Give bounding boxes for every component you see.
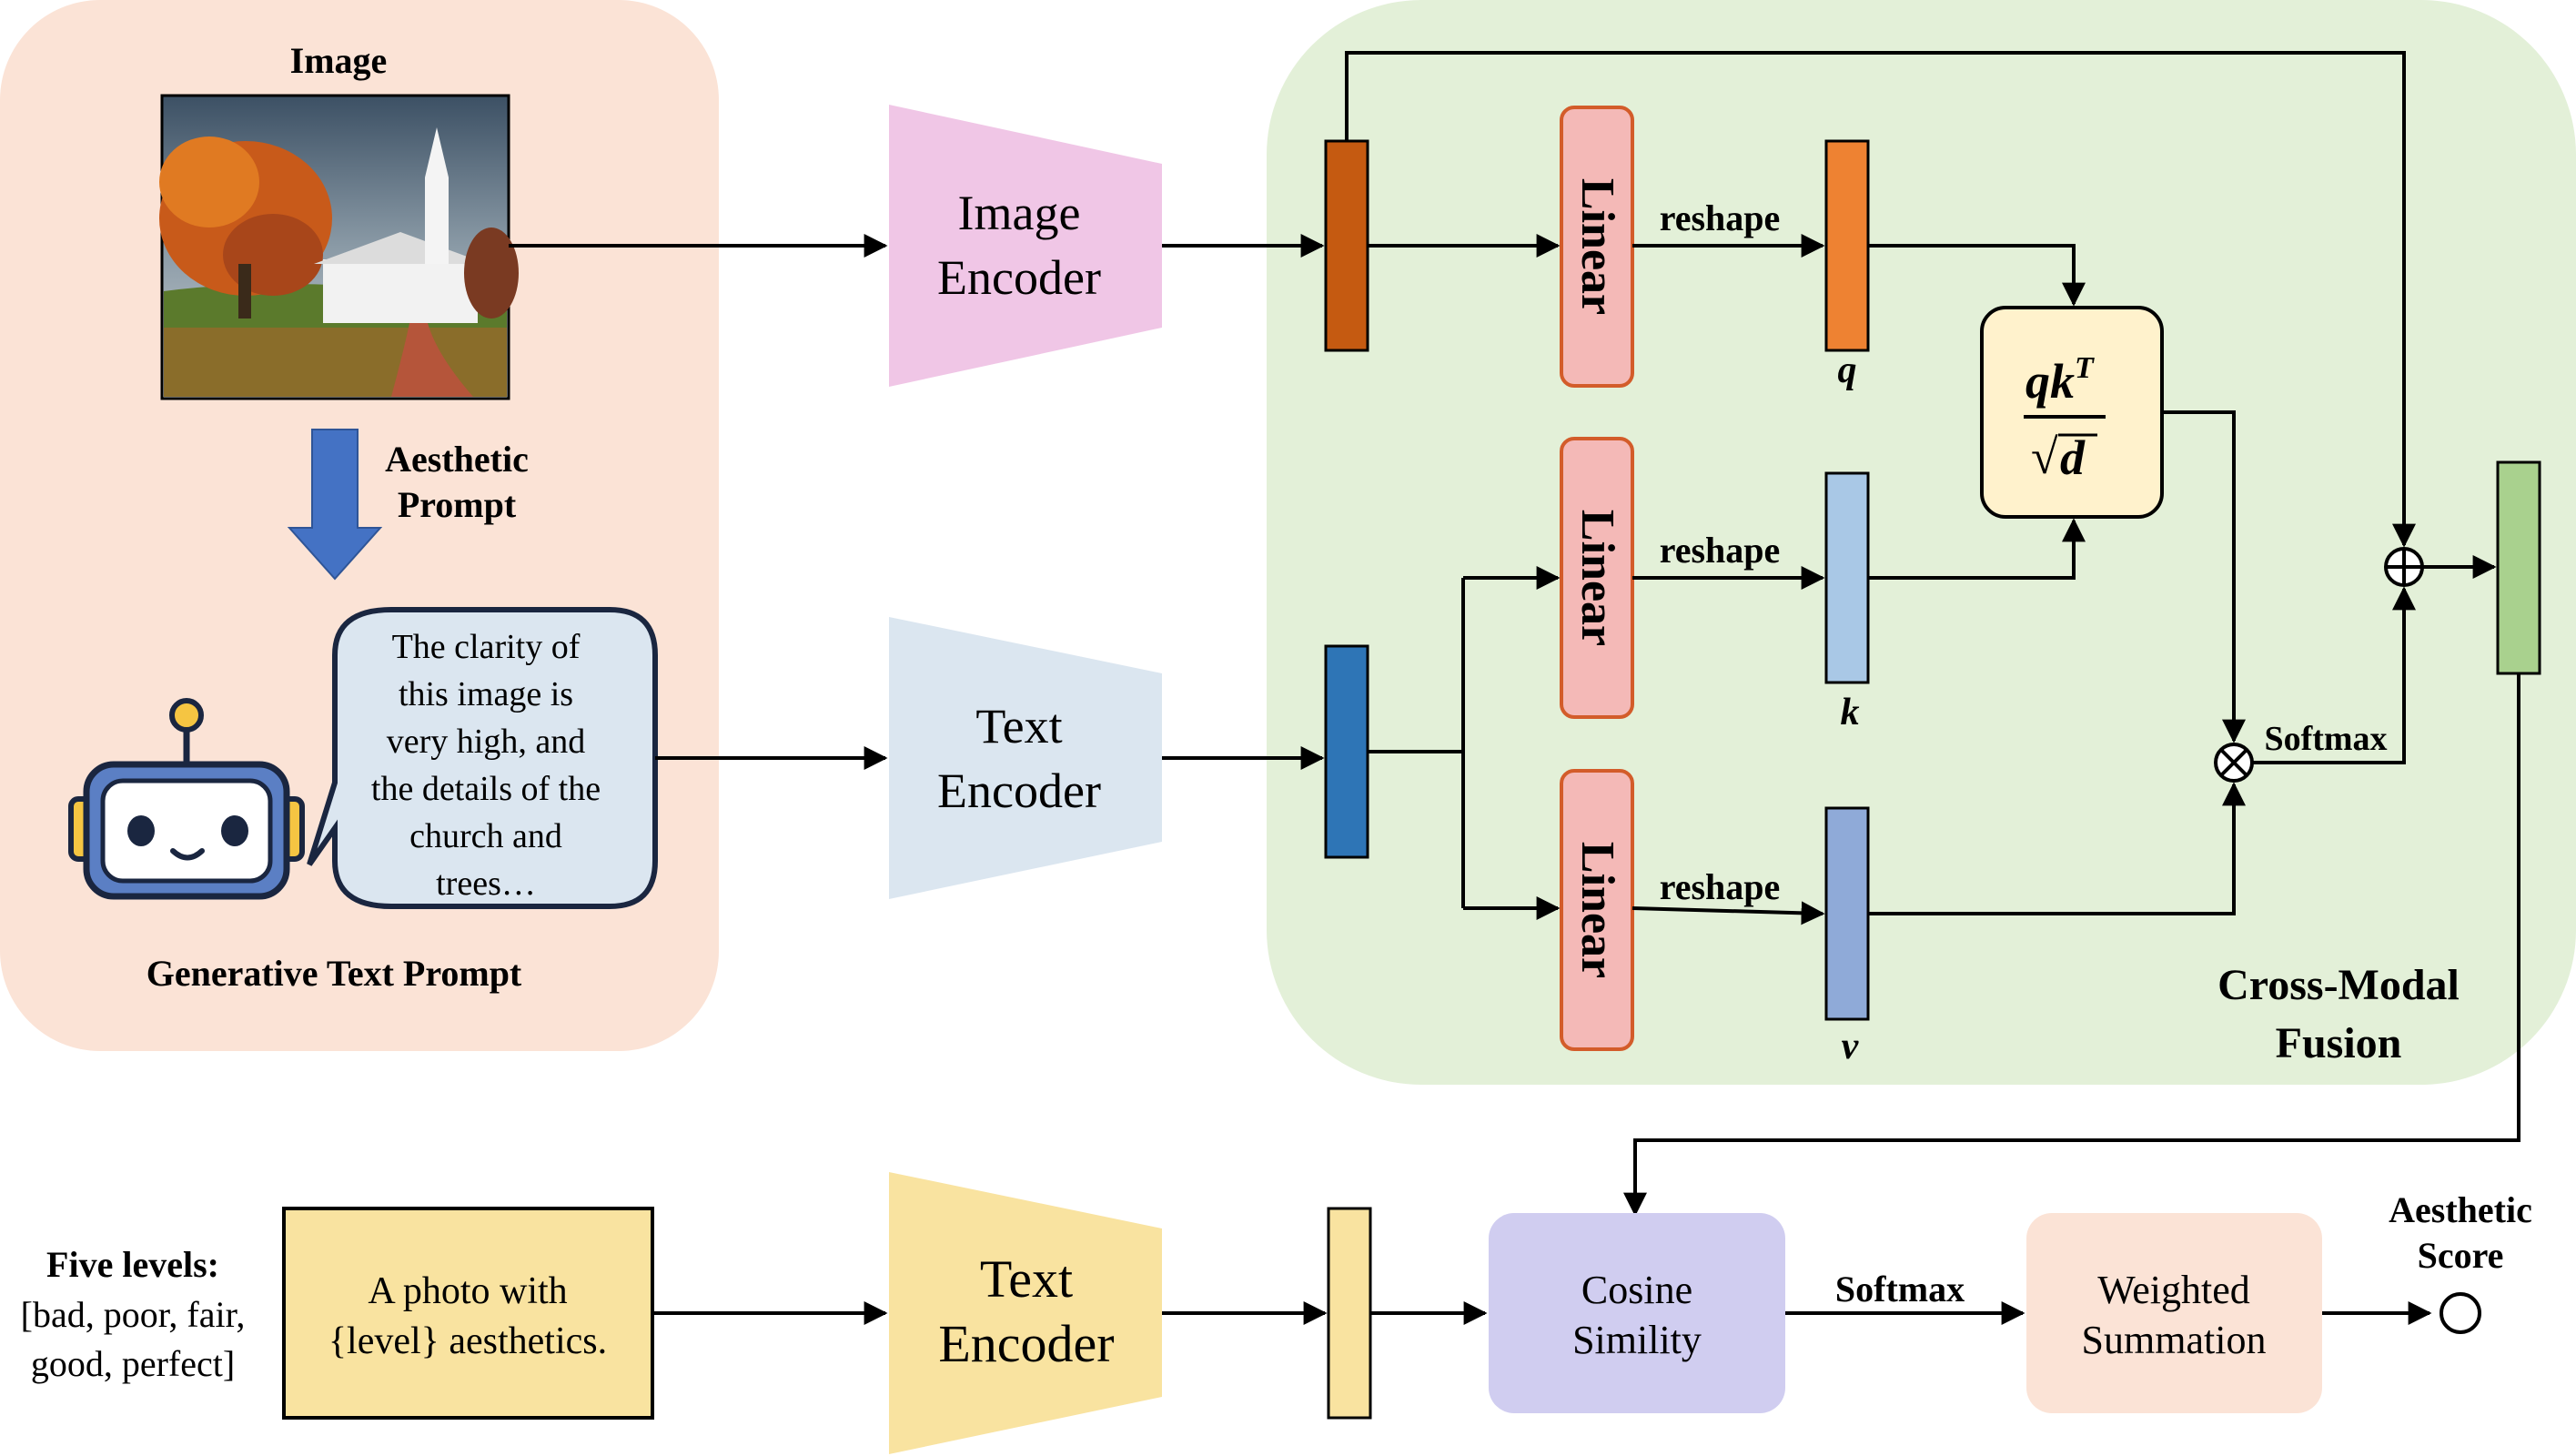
aesthetic-prompt-arrow xyxy=(287,429,383,581)
text-encoder-bottom-line1: Text xyxy=(980,1249,1073,1309)
text-encoder-bottom xyxy=(889,1172,1162,1454)
image-label: Image xyxy=(290,40,388,81)
cosine-line2: Simility xyxy=(1572,1318,1702,1362)
cross-modal-fusion-panel xyxy=(1267,0,2576,1085)
cross-modal-fusion-title-line1: Cross-Modal xyxy=(2217,961,2460,1009)
bubble-line-3: very high, and xyxy=(387,723,585,761)
attention-numerator: qkT xyxy=(2025,351,2095,409)
levels-line1: [bad, poor, fair, xyxy=(21,1294,246,1335)
weighted-line1: Weighted xyxy=(2097,1268,2250,1312)
q-label: q xyxy=(1838,349,1857,391)
attention-denominator: d xyxy=(2060,430,2086,485)
robot-icon xyxy=(68,698,305,900)
text-encoder-top xyxy=(889,617,1162,899)
image-feature-vector xyxy=(1324,139,1369,352)
linear-block-k: Linear xyxy=(1560,437,1634,719)
aesthetic-prompt-line2: Prompt xyxy=(398,484,517,525)
aesthetic-prompt-line1: Aesthetic xyxy=(385,439,529,480)
linear-block-v: Linear xyxy=(1560,769,1634,1051)
reshape-label-k: reshape xyxy=(1660,530,1781,571)
q-vector xyxy=(1824,139,1870,352)
v-label: v xyxy=(1842,1026,1860,1067)
image-encoder-line1: Image xyxy=(958,186,1081,240)
linear-label-v: Linear xyxy=(1571,842,1623,978)
bubble-line-5: church and xyxy=(409,817,562,855)
text-encoder-top-line2: Encoder xyxy=(937,763,1101,818)
church-photo xyxy=(159,94,519,400)
speech-bubble-text: The clarity of this image is very high, … xyxy=(371,628,601,903)
fusion-connectors xyxy=(1345,51,2497,925)
bubble-line-1: The clarity of xyxy=(392,628,581,666)
attention-qk: qk xyxy=(2025,354,2075,409)
attention-sqrt-symbol: √ xyxy=(2031,430,2058,484)
bubble-line-6: trees… xyxy=(436,864,536,903)
fusion-softmax-label: Softmax xyxy=(2264,720,2387,758)
k-label: k xyxy=(1841,692,1860,733)
cosine-line1: Cosine xyxy=(1581,1268,1692,1312)
cosine-similarity-box xyxy=(1489,1213,1785,1413)
prompt-template-box xyxy=(282,1207,654,1420)
reshape-label-q: reshape xyxy=(1660,197,1781,238)
v-vector xyxy=(1824,806,1870,1021)
main-connectors xyxy=(509,234,2520,1325)
linear-block-q: Linear xyxy=(1560,106,1634,388)
five-levels-title: Five levels: xyxy=(46,1244,219,1285)
speech-bubble xyxy=(307,607,658,909)
aesthetic-score-output-node xyxy=(2440,1292,2481,1334)
reshape-label-v: reshape xyxy=(1660,866,1781,907)
bubble-line-4: the details of the xyxy=(371,770,601,808)
weighted-line2: Summation xyxy=(2082,1318,2267,1362)
elementwise-multiply-icon xyxy=(2214,743,2254,783)
attention-score-box: qkT √ d xyxy=(1980,306,2164,519)
linear-label-q: Linear xyxy=(1571,178,1623,315)
residual-add-icon xyxy=(2384,547,2424,587)
bubble-line-2: this image is xyxy=(399,675,573,713)
image-encoder-line2: Encoder xyxy=(937,250,1101,305)
bottom-softmax-label: Softmax xyxy=(1835,1269,1965,1309)
text-feature-vector xyxy=(1324,644,1369,859)
levels-line2: good, perfect] xyxy=(31,1343,235,1384)
aesthetic-score-line2: Score xyxy=(2418,1235,2504,1276)
aesthetic-score-line1: Aesthetic xyxy=(2389,1189,2532,1230)
level-text-feature-vector xyxy=(1327,1207,1372,1420)
linear-label-k: Linear xyxy=(1571,510,1623,646)
k-vector xyxy=(1824,471,1870,684)
cross-modal-fusion-title-line2: Fusion xyxy=(2276,1019,2402,1067)
fused-feature-vector xyxy=(2496,460,2541,675)
weighted-summation-box xyxy=(2026,1213,2322,1413)
text-encoder-bottom-line2: Encoder xyxy=(938,1314,1114,1373)
prompt-template-line2: {level} aesthetics. xyxy=(328,1320,607,1362)
generative-text-prompt-label: Generative Text Prompt xyxy=(146,953,522,994)
image-encoder xyxy=(889,105,1162,387)
text-encoder-top-line1: Text xyxy=(975,699,1062,753)
attention-transpose: T xyxy=(2075,351,2095,385)
prompt-template-line1: A photo with xyxy=(368,1270,567,1312)
